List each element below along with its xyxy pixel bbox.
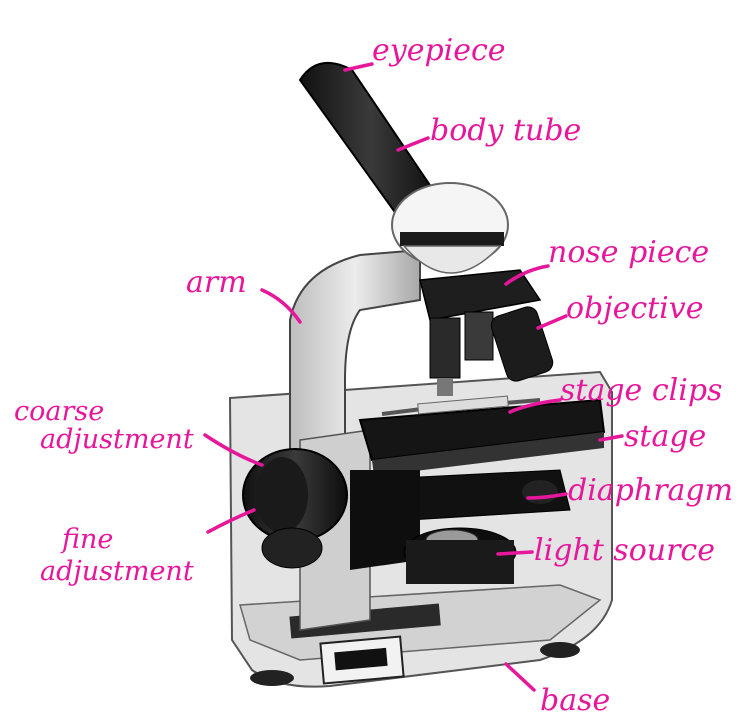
microscope-illustration [230,63,612,687]
fine-knob [262,528,322,568]
label-eyepiece: eyepiece [372,33,506,68]
label-arm: arm [186,265,247,300]
label-base: base [540,683,610,718]
diaphragm-lever [522,480,558,504]
label-stage-clips: stage clips [560,373,722,408]
label-coarse-adjustment-2: adjustment [40,424,194,455]
label-nose-piece: nose piece [548,235,709,270]
head-band [400,232,504,246]
objective-3 [489,304,556,384]
leader-light-source [498,552,532,554]
label-body-tube: body tube [430,113,581,148]
label-light-source: light source [534,533,715,568]
label-diaphragm: diaphragm [568,473,733,508]
label-objective: objective [566,291,703,326]
label-fine-adjustment-2: adjustment [40,556,194,587]
objective-tip [437,378,453,396]
label-fine-adjustment-1: fine [60,524,113,555]
foot-left [250,670,294,686]
leader-base [506,664,534,690]
foot-right [540,642,580,658]
objective-1 [430,318,460,378]
objective-2 [465,312,493,360]
label-stage: stage [624,419,706,454]
coarse-knob-face [256,457,308,533]
light-source-column [406,540,514,584]
label-coarse-adjustment-1: coarse [14,396,104,427]
leader-objective [538,316,566,328]
leader-eyepiece [345,64,372,70]
